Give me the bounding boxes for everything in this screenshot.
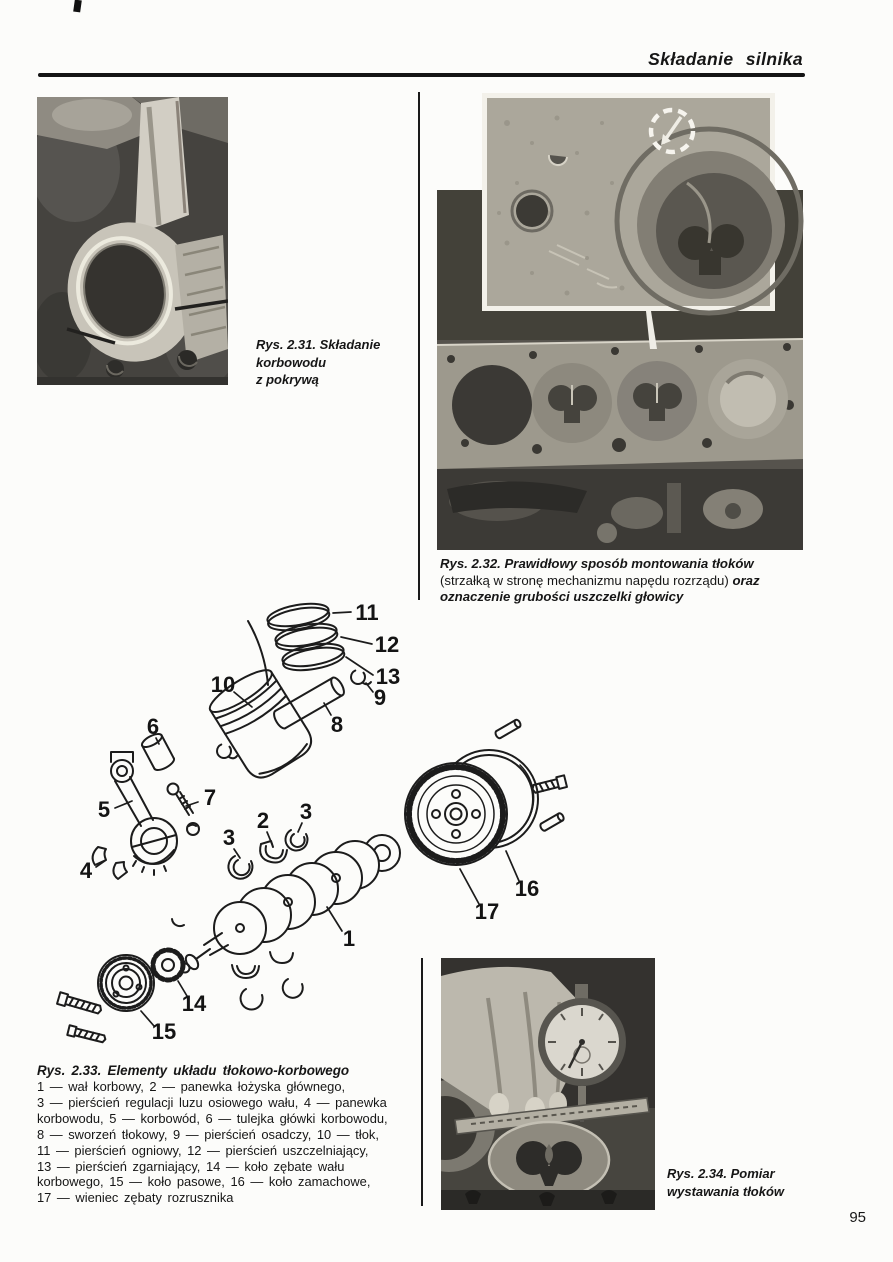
washer-ball: [186, 822, 200, 836]
circlip: [350, 669, 366, 685]
dowel-pin: [539, 812, 565, 832]
crankshaft: [179, 834, 401, 974]
steel-ruler: [454, 1097, 650, 1135]
fig-2-33-diagram: 11 12 13 10 9 8 6 5 7 2 3 3 4 1 14 15 16…: [40, 593, 670, 1063]
legend-line: 17 — wieniec zębaty rozrusznika: [37, 1190, 234, 1206]
fig-2-32-photo: [437, 93, 805, 550]
page-number: 95: [849, 1209, 866, 1226]
bearing-cap: [175, 235, 228, 363]
inset-pointer: [646, 311, 657, 349]
caption-line: z pokrywą: [256, 372, 319, 387]
pulley-bolt: [56, 991, 102, 1015]
bearing-cap-pieces: [91, 846, 128, 880]
caption-line: wystawania tłoków: [667, 1183, 785, 1199]
caption-bold: oraz: [732, 572, 760, 588]
gasket-stamp-text: [548, 244, 618, 289]
part-label-17: 17: [475, 899, 499, 924]
part-label-5: 5: [98, 797, 110, 822]
dowel-pin: [494, 718, 522, 740]
part-label-8: 8: [331, 712, 343, 737]
legend-line: 8 — sworzeń tłokowy, 9 — pierścień osadc…: [37, 1126, 379, 1142]
part-label-16: 16: [515, 876, 539, 901]
column-divider-top: [418, 92, 420, 600]
part-label-1: 1: [343, 926, 355, 951]
piston-rings: [266, 602, 346, 672]
part-label-10: 10: [211, 672, 235, 697]
lower-bearing-shells: [171, 918, 304, 1011]
caption-line: korbowodu: [256, 354, 327, 370]
piston-crown: [487, 1120, 611, 1200]
crankshaft-pulley: [97, 954, 155, 1012]
fig-2-32-caption: Rys. 2.32. Prawidłowy sposób montowania …: [440, 556, 878, 606]
fig-2-33-title: Rys. 2.33. Elementy układu tłokowo-korbo…: [37, 1063, 350, 1078]
caption-regular: (strzałką w stronę mechanizmu napędu roz…: [440, 572, 733, 588]
caption-bold: Rys. 2.32. Prawidłowy sposób montowania …: [440, 556, 754, 571]
connecting-rod: [110, 751, 178, 876]
bushing: [140, 733, 176, 771]
connecting-rod-shaft: [135, 97, 189, 235]
piston-pin: [273, 676, 345, 730]
part-label-6: 6: [147, 714, 159, 739]
legend-line: 11 — pierścień ogniowy, 12 — pierścień u…: [37, 1142, 369, 1158]
part-label-4: 4: [80, 858, 93, 883]
cap-split-line: [66, 327, 116, 345]
legend-line: korbowodu, 5 — korbowód, 6 — tulejka głó…: [37, 1110, 388, 1126]
column-divider-bottom: [421, 958, 423, 1206]
dial-gauge: [538, 984, 626, 1122]
cylinder-bore-1: [452, 365, 532, 445]
caption-bold: oznaczenie grubości uszczelki głowicy: [440, 589, 684, 604]
main-bearing-shell: [259, 840, 288, 864]
legend-line: korbowego, 15 — koło pasowe, 16 — koło z…: [37, 1174, 371, 1190]
circlip: [216, 743, 232, 759]
legend-line: 3 — pierścień regulacji luzu osiowego wa…: [37, 1094, 387, 1110]
gasket-hole: [516, 195, 548, 227]
page-header: Składanie silnika: [648, 49, 803, 69]
part-label-15: 15: [152, 1019, 176, 1044]
part-label-11: 11: [355, 600, 378, 625]
part-label-14: 14: [182, 991, 207, 1016]
gauge-stem: [578, 1086, 586, 1112]
caption-line: Rys. 2.31. Składanie: [256, 337, 381, 352]
scan-artifact: [73, 0, 82, 13]
thrust-washer: [284, 829, 309, 852]
fig-2-34-photo: [441, 958, 655, 1210]
part-label-3a: 3: [300, 799, 312, 824]
dashed-circle-highlight: [648, 107, 696, 155]
legend-line: 13 — pierścień zgarniający, 14 — koło zę…: [37, 1158, 345, 1174]
part-label-13: 13: [376, 664, 400, 689]
big-end-bore: [67, 222, 197, 362]
bore-arc: [247, 620, 269, 686]
gauge-needle: [567, 1041, 584, 1069]
crankshaft-gear: [150, 947, 186, 983]
header-rule: [38, 73, 805, 77]
pulley-bolt: [66, 1024, 107, 1044]
rod-bolt: [166, 782, 194, 816]
part-label-12: 12: [375, 632, 399, 657]
fig-2-33-caption: Rys. 2.33. Elementy układu tłokowo-korbo…: [37, 1062, 441, 1206]
flywheel-bolt: [531, 774, 568, 794]
leader-lines: [95, 611, 520, 1027]
part-label-3b: 3: [223, 825, 235, 850]
part-label-2: 2: [257, 808, 269, 833]
inset-photo: [482, 93, 804, 316]
fig-2-31-caption: Rys. 2.31. Składanie korbowodu z pokrywą: [256, 336, 426, 389]
part-label-7: 7: [204, 785, 216, 810]
part-labels: 11 12 13 10 9 8 6 5 7 2 3 3 4 1 14 15 16…: [80, 600, 539, 1044]
fig-2-31-photo: [37, 97, 228, 385]
part-label-9: 9: [374, 685, 386, 710]
fig-2-34-caption: Rys. 2.34. Pomiar wystawania tłoków: [667, 1165, 852, 1200]
thrust-washer: [227, 855, 254, 880]
legend-line: 1 — wał korbowy, 2 — panewka łożyska głó…: [37, 1079, 346, 1094]
starter-ring-gear: [404, 762, 508, 866]
caption-line: Rys. 2.34. Pomiar: [667, 1166, 775, 1181]
valve-recess: [678, 224, 744, 275]
